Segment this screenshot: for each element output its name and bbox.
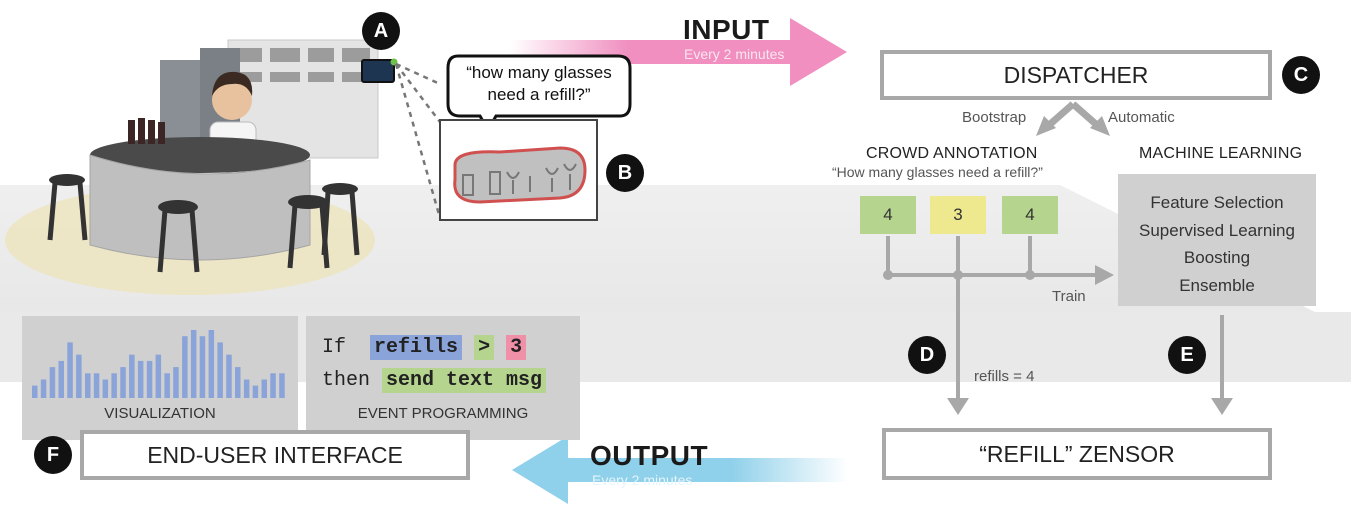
viz-bar — [164, 373, 170, 398]
viz-bar — [190, 330, 197, 398]
code-line-2: then send text msg — [322, 368, 547, 393]
dispatcher-label: DISPATCHER — [1003, 61, 1149, 88]
ml-item: Ensemble — [1179, 275, 1255, 295]
input-sub: Every 2 minutes — [684, 46, 785, 62]
badge-b: B — [606, 154, 644, 192]
enduser-label: END-USER INTERFACE — [147, 441, 403, 468]
viz-bar — [76, 354, 82, 398]
speech-text: “how many glasses need a refill?” — [466, 63, 612, 104]
viz-bar — [146, 360, 153, 398]
crowd-train-lines — [886, 236, 1224, 400]
code-line-1: If refills > 3 — [322, 335, 527, 360]
automatic-label: Automatic — [1108, 109, 1175, 126]
crowd-question: “How many glasses need a refill?” — [832, 164, 1043, 180]
viz-bar — [155, 354, 162, 398]
bootstrap-label: Bootstrap — [962, 109, 1027, 126]
dispatcher-split-arrows — [1045, 101, 1101, 129]
ml-panel — [1118, 174, 1316, 306]
crowd-title: CROWD ANNOTATION — [866, 145, 1038, 162]
code-action: send text msg — [382, 368, 547, 393]
viz-bar — [111, 373, 117, 398]
viz-bars — [32, 330, 285, 398]
viz-bar — [129, 354, 135, 398]
ml-list: Feature Selection Supervised Learning Bo… — [1118, 189, 1316, 299]
sight-lines — [394, 62, 442, 219]
crowd-answer-value: 3 — [953, 205, 963, 224]
viz-bar — [235, 367, 241, 398]
viz-bar — [102, 379, 109, 398]
zensor-label: “REFILL” ZENSOR — [979, 440, 1175, 467]
viz-bar — [58, 360, 64, 398]
crowd-answer: 4 — [1002, 196, 1058, 234]
viz-bar — [173, 367, 179, 398]
viz-bar — [93, 373, 100, 398]
viz-bar — [49, 367, 56, 398]
badge-f: F — [34, 436, 72, 474]
viz-bar — [243, 379, 250, 398]
code-var: refills — [370, 335, 463, 360]
output-label: OUTPUT — [590, 440, 709, 471]
code-if: If — [322, 336, 347, 359]
viz-bar — [226, 354, 232, 398]
viz-bar — [252, 385, 259, 398]
enduser-box: END-USER INTERFACE — [80, 430, 470, 480]
viz-bar — [85, 373, 91, 398]
viz-bar — [279, 373, 285, 398]
input-label: INPUT — [683, 14, 770, 45]
code-num: 3 — [506, 335, 527, 360]
output-arrow — [512, 436, 848, 504]
crowd-answer: 3 — [930, 196, 986, 234]
viz-bar — [208, 330, 215, 398]
crowd-answer-value: 4 — [883, 205, 893, 224]
crowd-answer: 4 — [860, 196, 916, 234]
badge-c: C — [1282, 56, 1320, 94]
output-sub: Every 2 minutes — [592, 472, 693, 488]
viz-bar — [32, 385, 38, 398]
viz-bar — [137, 360, 144, 398]
ml-item: Feature Selection — [1150, 193, 1284, 212]
ml-item: Boosting — [1183, 248, 1251, 267]
input-arrow — [510, 18, 847, 86]
refills-label: refills = 4 — [974, 368, 1035, 385]
viz-bar — [261, 379, 267, 398]
code-op: > — [474, 335, 495, 360]
crowd-answer-value: 4 — [1025, 205, 1035, 224]
dispatcher-box: DISPATCHER — [880, 50, 1272, 100]
tablet-camera — [361, 59, 395, 83]
bar-illustration — [5, 39, 379, 295]
viz-bar — [199, 336, 206, 398]
viz-bar — [40, 379, 47, 398]
ml-title: MACHINE LEARNING — [1139, 145, 1303, 162]
viz-bar — [182, 336, 188, 398]
train-label: Train — [1052, 288, 1086, 305]
code-then: then — [322, 369, 371, 392]
badge-a: A — [362, 12, 400, 50]
badge-d: D — [908, 336, 946, 374]
ml-item: Supervised Learning — [1139, 220, 1295, 240]
viz-bar — [67, 342, 73, 398]
viz-label: VISUALIZATION — [104, 405, 216, 422]
prog-label: EVENT PROGRAMMING — [357, 405, 529, 422]
badge-e: E — [1168, 336, 1206, 374]
viz-bar — [217, 342, 223, 398]
viz-bar — [120, 367, 126, 398]
viz-bar — [270, 373, 276, 398]
zensor-box: “REFILL” ZENSOR — [882, 428, 1272, 480]
